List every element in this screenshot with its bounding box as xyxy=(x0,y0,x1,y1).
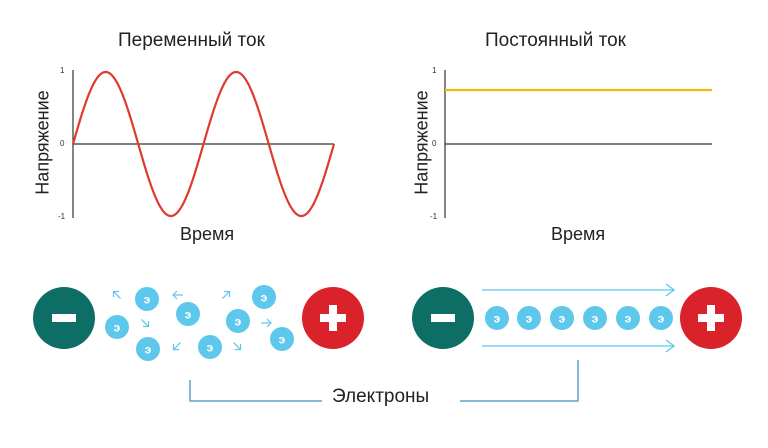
electron: э xyxy=(135,287,159,311)
electron: э xyxy=(198,335,222,359)
direction-arrow-icon xyxy=(172,342,181,351)
dc-top-flow-arrow xyxy=(482,283,676,297)
electron-symbol: э xyxy=(279,333,286,347)
electron-symbol: э xyxy=(144,293,151,307)
electron-symbol: э xyxy=(658,312,665,326)
ac-plus-terminal xyxy=(302,287,364,349)
electron-symbol: э xyxy=(207,341,214,355)
electron-symbol: э xyxy=(261,291,268,305)
electron: э xyxy=(252,285,276,309)
dc-tick-minus-1: -1 xyxy=(430,212,438,221)
electron: э xyxy=(226,309,250,333)
ac-chart-title: Переменный ток xyxy=(118,30,265,51)
electron: э xyxy=(176,302,200,326)
ac-x-axis-label: Время xyxy=(180,224,235,244)
electron-symbol: э xyxy=(625,312,632,326)
dc-tick-0: 0 xyxy=(432,139,437,148)
electron-symbol: э xyxy=(559,312,566,326)
ac-minus-terminal xyxy=(33,287,95,349)
electron: э xyxy=(550,306,574,330)
electron-symbol: э xyxy=(145,343,152,357)
electrons-label: Электроны xyxy=(332,386,430,407)
electrons-group: э э э э э э э э э э э э э э xyxy=(105,285,673,361)
electron: э xyxy=(485,306,509,330)
minus-icon xyxy=(431,314,455,322)
direction-arrow-icon xyxy=(112,290,121,299)
electron-symbol: э xyxy=(235,315,242,329)
direction-arrow-icon xyxy=(261,318,272,328)
electron-symbol: э xyxy=(592,312,599,326)
electron: э xyxy=(105,315,129,339)
dc-bottom-flow-arrow xyxy=(482,339,676,353)
ac-random-arrows xyxy=(112,290,272,351)
electron-symbol: э xyxy=(494,312,501,326)
electron: э xyxy=(649,306,673,330)
electron: э xyxy=(583,306,607,330)
electron: э xyxy=(270,327,294,351)
ac-tick-0: 0 xyxy=(60,139,65,148)
dc-plus-terminal xyxy=(680,287,742,349)
direction-arrow-icon xyxy=(172,290,183,300)
ac-sine-wave xyxy=(71,70,336,218)
electrons-bracket-right xyxy=(460,360,579,402)
electrons-bracket-left xyxy=(189,380,322,402)
electron: э xyxy=(616,306,640,330)
electron: э xyxy=(136,337,160,361)
electron-symbol: э xyxy=(526,312,533,326)
dc-minus-terminal xyxy=(412,287,474,349)
direction-arrow-icon xyxy=(233,342,242,351)
electron: э xyxy=(517,306,541,330)
direction-arrow-icon xyxy=(141,319,150,328)
dc-tick-1: 1 xyxy=(432,66,437,75)
electron-symbol: э xyxy=(185,308,192,322)
electron-symbol: э xyxy=(114,321,121,335)
ac-tick-minus-1: -1 xyxy=(58,212,66,221)
direction-arrow-icon xyxy=(222,290,231,299)
dc-x-axis-label: Время xyxy=(551,224,606,244)
dc-chart-title: Постоянный ток xyxy=(485,30,626,51)
minus-icon xyxy=(52,314,76,322)
ac-tick-1: 1 xyxy=(60,66,65,75)
